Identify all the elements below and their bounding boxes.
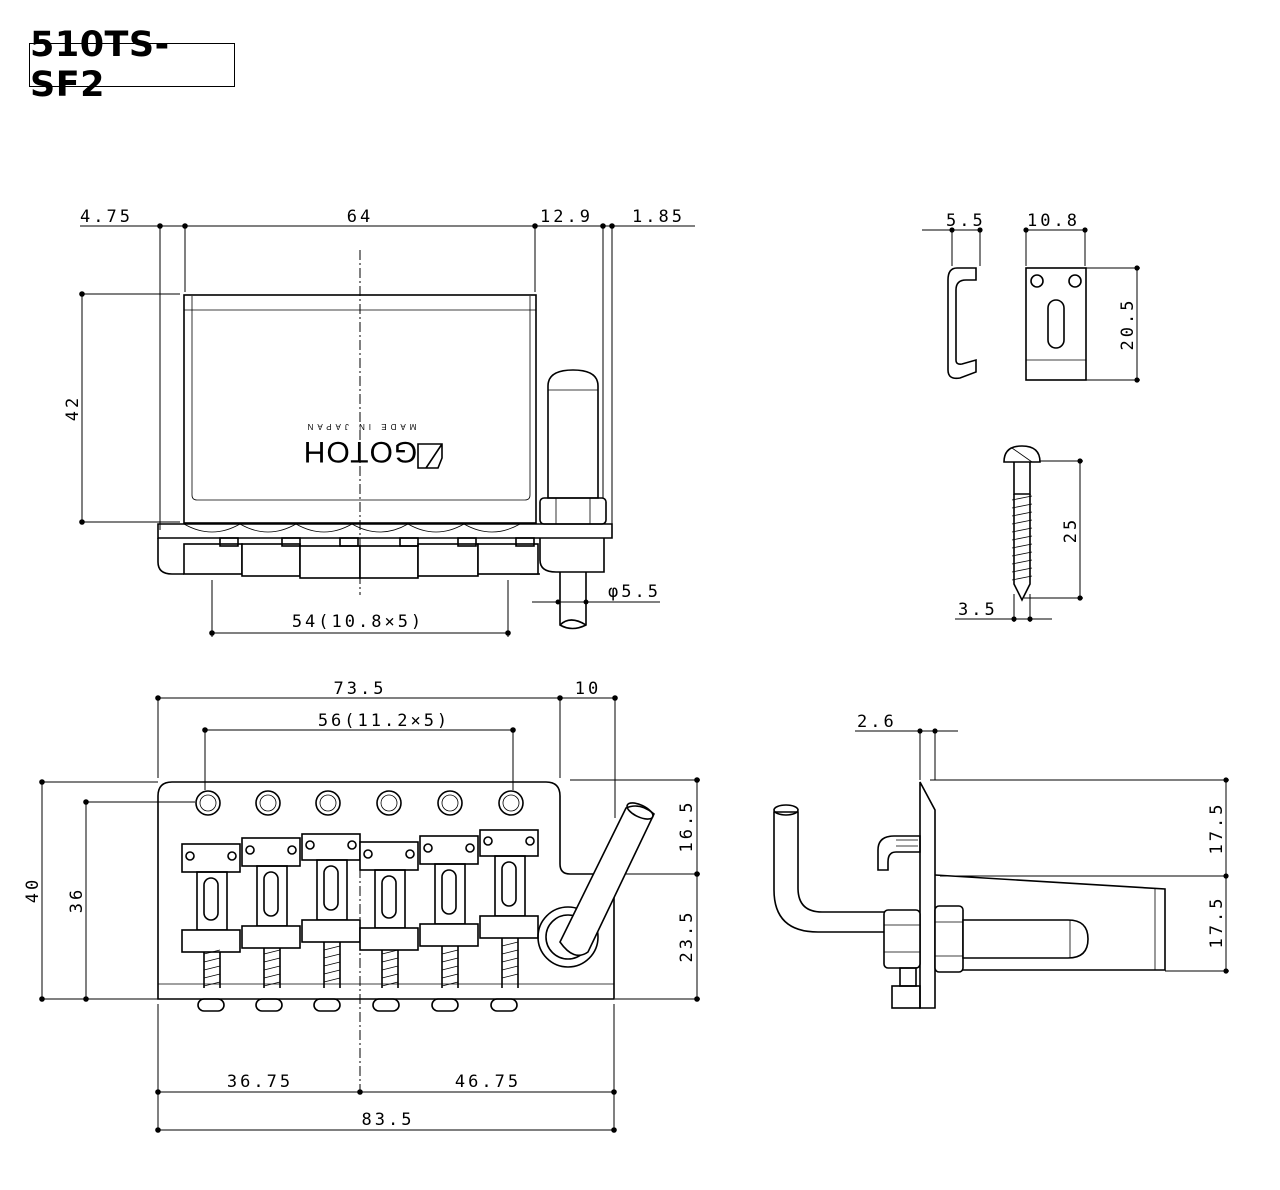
screw-view: 25 3.5 — [955, 445, 1083, 622]
dim-23-5: 23.5 — [677, 910, 697, 963]
brand-mark: GOTOH MADE IN JAPAN — [303, 422, 443, 469]
tremolo-arm — [537, 802, 655, 968]
dim-36-75: 36.75 — [227, 1072, 293, 1092]
dim-5-5: 5.5 — [946, 211, 986, 231]
dim-20-5: 20.5 — [1118, 298, 1138, 351]
string-pins — [197, 998, 518, 1012]
dim-10: 10 — [575, 679, 601, 699]
dim-46-75: 46.75 — [455, 1072, 521, 1092]
dim-56: 56(11.2×5) — [318, 711, 450, 731]
dim-17-5-lower: 17.5 — [1207, 896, 1227, 949]
dim-64: 64 — [347, 207, 373, 227]
dim-4-75: 4.75 — [80, 207, 133, 227]
dim-54: 54(10.8×5) — [292, 612, 424, 632]
dim-phi-5-5: φ5.5 — [608, 582, 661, 602]
arm-post-front — [539, 369, 607, 630]
top-view: 73.5 10 56(11.2×5) 40 36 16.5 23.5 36.75… — [23, 679, 700, 1133]
dim-16-5: 16.5 — [677, 800, 697, 853]
dim-73-5: 73.5 — [334, 679, 387, 699]
dim-12-9: 12.9 — [540, 207, 593, 227]
dim-36: 36 — [67, 887, 87, 913]
mounting-holes — [195, 790, 524, 816]
saddles-front — [183, 537, 539, 579]
origin-text: MADE IN JAPAN — [304, 422, 417, 431]
saddles-top — [181, 829, 539, 988]
dim-83-5: 83.5 — [362, 1110, 415, 1130]
side-view: 2.6 17.5 17.5 — [773, 712, 1229, 1009]
dim-1-85: 1.85 — [632, 207, 685, 227]
claw-view: 5.5 10.8 20.5 — [922, 211, 1140, 383]
dim-17-5-upper: 17.5 — [1207, 802, 1227, 855]
dim-3-5: 3.5 — [958, 600, 998, 620]
dim-10-8: 10.8 — [1027, 211, 1080, 231]
dim-2-6: 2.6 — [857, 712, 897, 732]
front-view: GOTOH MADE IN JAPAN 4.75 64 12.9 1.85 42… — [63, 207, 695, 637]
dim-40: 40 — [23, 877, 43, 903]
dim-25: 25 — [1061, 517, 1081, 543]
brand-text: GOTOH — [303, 435, 417, 468]
dim-42: 42 — [63, 395, 83, 421]
